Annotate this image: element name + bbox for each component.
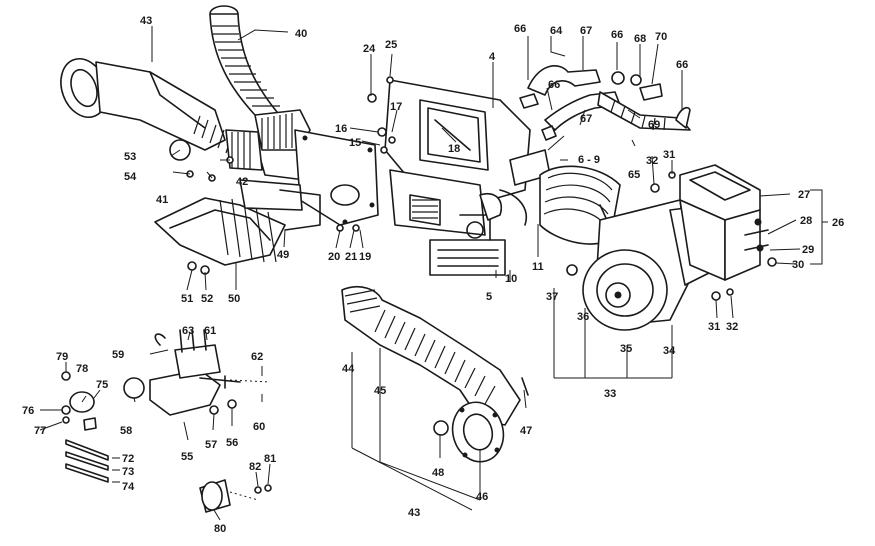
callout-76: 76 [22, 405, 34, 417]
callout-65: 65 [628, 169, 640, 181]
callout-15: 15 [349, 137, 361, 149]
callout-78: 78 [76, 363, 88, 375]
callout-79: 79 [56, 351, 68, 363]
callout-58: 58 [120, 425, 132, 437]
callout-59: 59 [112, 349, 124, 361]
callout-35: 35 [620, 343, 632, 355]
callout-44: 44 [342, 363, 355, 375]
callout-40: 40 [295, 28, 307, 40]
callout-56: 56 [226, 437, 238, 449]
callout-70: 70 [655, 31, 667, 43]
air-box-26-30 [650, 164, 777, 281]
callout-43: 43 [408, 507, 420, 519]
callout-6-9: 6 - 9 [578, 154, 600, 166]
callout-50: 50 [228, 293, 240, 305]
callout-55: 55 [181, 451, 193, 463]
callout-30: 30 [792, 259, 804, 271]
callout-47: 47 [520, 425, 532, 437]
callout-29: 29 [802, 244, 814, 256]
callout-32: 32 [726, 321, 738, 333]
callout-11: 11 [532, 261, 544, 273]
callout-5: 5 [486, 291, 492, 303]
callout-66: 66 [611, 29, 623, 41]
heater-unit-housing [384, 79, 551, 276]
callout-31: 31 [708, 321, 720, 333]
callout-21: 21 [345, 251, 357, 263]
vent-assembly-49-50 [154, 179, 321, 266]
callout-75: 75 [96, 379, 108, 391]
callout-81: 81 [264, 453, 276, 465]
callout-43: 43 [140, 15, 152, 27]
callout-82: 82 [249, 461, 261, 473]
callout-62: 62 [251, 351, 263, 363]
callout-52: 52 [201, 293, 213, 305]
callout-69: 69 [648, 119, 660, 131]
callout-41: 41 [156, 194, 168, 206]
callout-80: 80 [214, 523, 226, 535]
callout-66: 66 [548, 79, 560, 91]
callout-61: 61 [204, 325, 216, 337]
leader-lines [39, 26, 828, 521]
callout-24: 24 [363, 43, 376, 55]
callout-67: 67 [580, 25, 592, 37]
callout-27: 27 [798, 189, 810, 201]
water-hoses-64-70 [519, 65, 691, 141]
callout-32: 32 [646, 155, 658, 167]
callout-37: 37 [546, 291, 558, 303]
callout-19: 19 [359, 251, 371, 263]
callout-63: 63 [182, 325, 194, 337]
callout-17: 17 [390, 101, 402, 113]
callout-57: 57 [205, 439, 217, 451]
callout-31: 31 [663, 149, 675, 161]
callout-54: 54 [124, 171, 137, 183]
callout-68: 68 [634, 33, 646, 45]
callout-33: 33 [604, 388, 616, 400]
callout-66: 66 [676, 59, 688, 71]
callout-34: 34 [663, 345, 676, 357]
callout-25: 25 [385, 39, 397, 51]
callout-46: 46 [476, 491, 488, 503]
callout-28: 28 [800, 215, 812, 227]
small-parts [65, 439, 272, 513]
callout-26: 26 [832, 217, 844, 229]
callout-73: 73 [122, 466, 134, 478]
callout-77: 77 [34, 425, 46, 437]
callout-42: 42 [236, 176, 248, 188]
callout-48: 48 [432, 467, 444, 479]
callout-60: 60 [253, 421, 265, 433]
callout-66: 66 [514, 23, 526, 35]
callout-67: 67 [580, 113, 592, 125]
callout-53: 53 [124, 151, 136, 163]
callout-74: 74 [122, 481, 135, 493]
callout-20: 20 [328, 251, 340, 263]
callout-64: 64 [550, 25, 563, 37]
callout-72: 72 [122, 453, 134, 465]
callout-16: 16 [335, 123, 347, 135]
callout-4: 4 [489, 51, 496, 63]
callout-49: 49 [277, 249, 289, 261]
callout-36: 36 [577, 311, 589, 323]
callout-51: 51 [181, 293, 193, 305]
callout-10: 10 [505, 273, 517, 285]
defroster-plenum [225, 129, 379, 226]
control-assembly-55-63 [61, 329, 271, 431]
callout-labels: 43 40 24 25 4 66 64 67 66 68 70 66 66 17… [22, 15, 844, 535]
callout-45: 45 [374, 385, 386, 397]
blower-fan-34-36 [582, 199, 716, 331]
callout-18: 18 [448, 143, 460, 155]
lower-duct-43-46 [341, 285, 529, 463]
